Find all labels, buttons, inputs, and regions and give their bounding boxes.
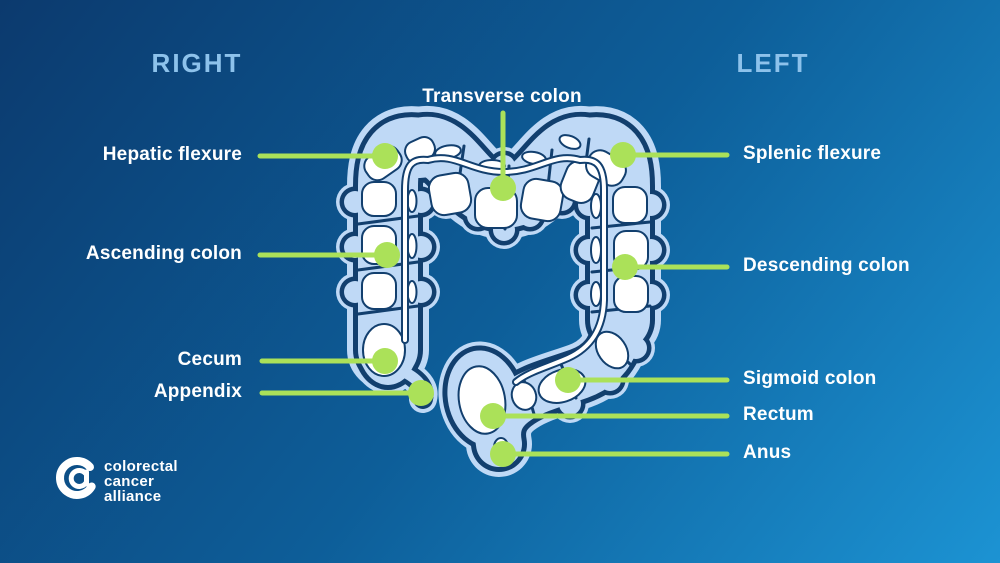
pointer-dot-ascending-colon	[374, 242, 400, 268]
colorectal-cancer-alliance-logo: colorectal cancer alliance	[55, 450, 305, 520]
logo-word-alliance: alliance	[104, 488, 162, 505]
pointer-dot-anus	[490, 441, 516, 467]
header-right-side: RIGHT	[151, 48, 243, 78]
label-anus: Anus	[743, 442, 792, 463]
label-appendix: Appendix	[153, 381, 242, 402]
pointer-dot-hepatic-flexure	[372, 143, 398, 169]
pointer-dot-descending-colon	[612, 254, 638, 280]
pointer-dot-rectum	[480, 403, 506, 429]
label-descending-colon: Descending colon	[743, 255, 910, 276]
pointer-dot-transverse-colon	[490, 175, 516, 201]
logo-word-colorectal: colorectal	[104, 458, 178, 475]
label-cecum: Cecum	[177, 349, 242, 370]
pointer-dot-splenic-flexure	[610, 142, 636, 168]
label-splenic-flexure: Splenic flexure	[743, 143, 882, 164]
pointer-dot-cecum	[372, 348, 398, 374]
label-sigmoid-colon: Sigmoid colon	[743, 368, 877, 389]
logo-word-cancer: cancer	[104, 473, 155, 490]
cca-logo-mark-icon	[56, 457, 96, 499]
label-hepatic-flexure: Hepatic flexure	[102, 144, 242, 165]
label-rectum: Rectum	[743, 404, 814, 425]
logo-wordmark: colorectal cancer alliance	[104, 459, 178, 504]
header-left-side: LEFT	[736, 48, 810, 78]
colon-taenia-stripe	[401, 154, 608, 386]
pointer-dot-sigmoid-colon	[555, 367, 581, 393]
pointer-lines	[257, 110, 730, 467]
pointer-dot-appendix	[408, 380, 434, 406]
label-ascending-colon: Ascending colon	[85, 243, 242, 264]
label-transverse-colon: Transverse colon	[422, 86, 582, 107]
